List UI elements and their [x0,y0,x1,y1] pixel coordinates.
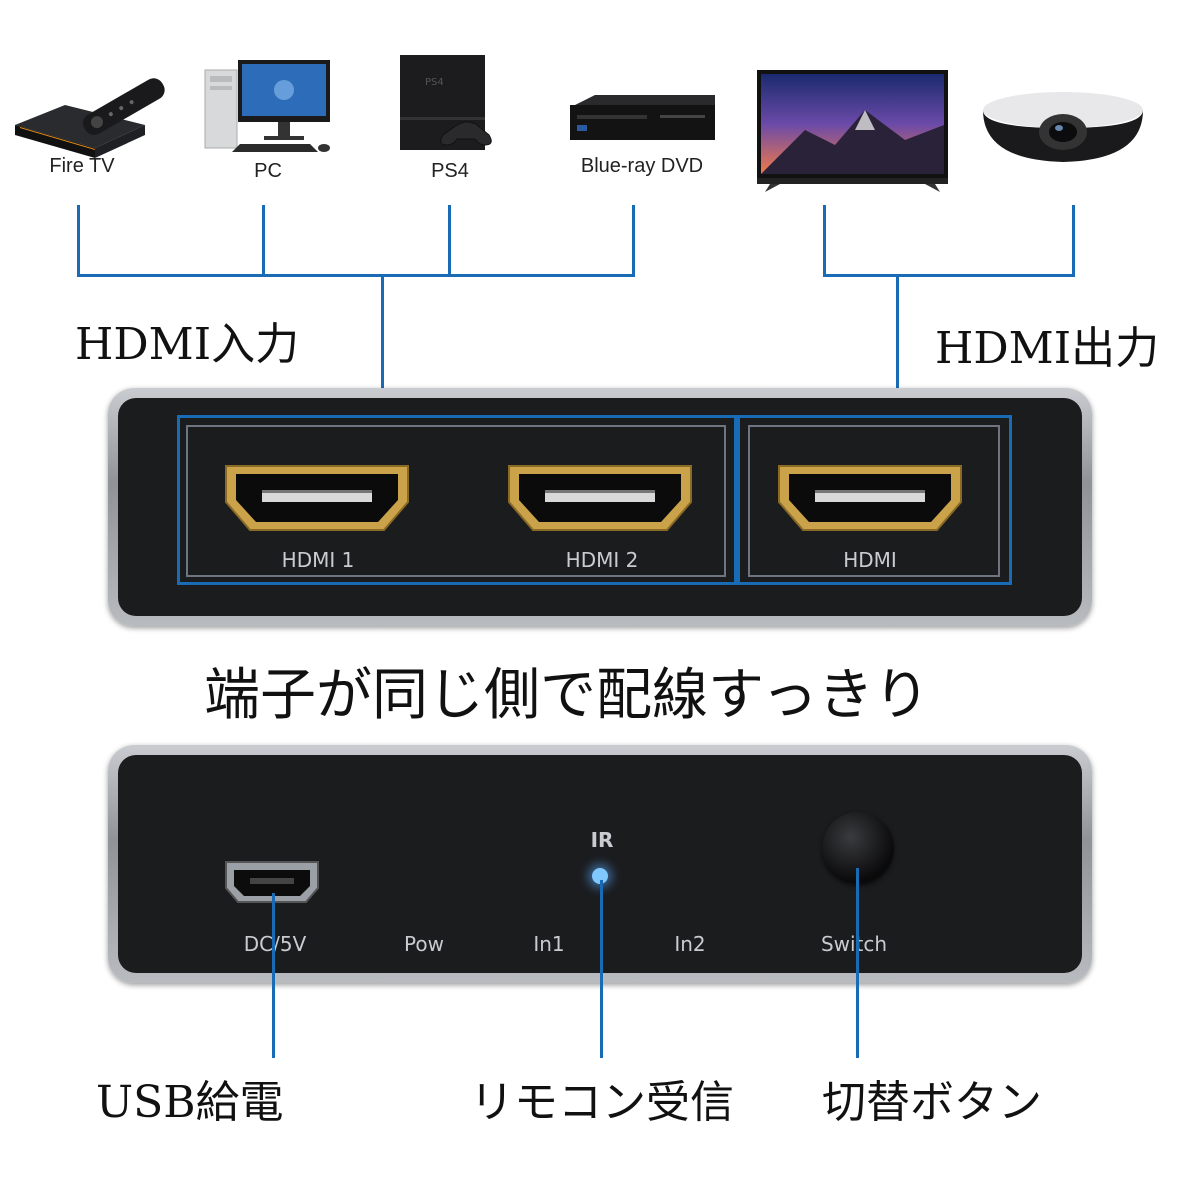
pow-label: Pow [404,932,444,956]
svg-text:PS4: PS4 [425,77,444,88]
connector-line [262,205,265,277]
ps4-icon: PS4 [400,55,492,150]
hdmi-output-port [778,465,962,531]
micro-usb-port [225,861,319,903]
device-label-pc: PC [254,160,282,182]
connector-line [381,274,384,416]
connector-line [600,880,603,1058]
hdmi-input-label: HDMI入力 [75,319,300,370]
output-port-frame [737,415,1012,585]
fire-tv-icon [15,78,165,158]
projector-icon [983,92,1143,162]
ir-receiver-label: リモコン受信 [470,1077,734,1128]
usb-power-label: USB給電 [96,1077,284,1128]
bluray-player-icon [570,95,715,140]
connector-line [77,205,80,277]
connector-line [272,893,275,1058]
connector-line [896,274,899,416]
connector-line [632,205,635,277]
hdmi-2-port [508,465,692,531]
connector-line [77,274,635,277]
device-label-fire-tv: Fire TV [49,155,115,177]
port-label-hdmi-output: HDMI [843,548,897,572]
output-port-inner-frame [748,425,1000,577]
connector-line [823,205,826,277]
device-label-ps4: PS4 [431,160,469,182]
connector-line [448,205,451,277]
in2-label: In2 [674,932,706,956]
port-label-hdmi-2: HDMI 2 [565,548,639,572]
hdmi-1-port [225,465,409,531]
device-label-bluray: Blue-ray DVD [580,155,704,177]
input-ports-inner-frame [186,425,726,577]
input-ports-frame [177,415,737,585]
dc-5v-label: DC/5V [243,932,307,956]
switch-label: Switch [820,932,888,956]
connector-line [856,868,859,1058]
pc-icon [204,60,330,152]
ir-sensor [592,868,608,884]
in1-label: In1 [533,932,565,956]
hdmi-output-label: HDMI出力 [935,323,1160,374]
ir-label: IR [590,828,614,852]
connector-line [823,274,1075,277]
connector-line [1072,205,1075,277]
switch-button-label: 切替ボタン [822,1077,1042,1128]
caption-text: 端子が同じ側で配線すっきり [204,663,930,728]
port-label-hdmi-1: HDMI 1 [281,548,355,572]
tv-icon [757,70,948,192]
